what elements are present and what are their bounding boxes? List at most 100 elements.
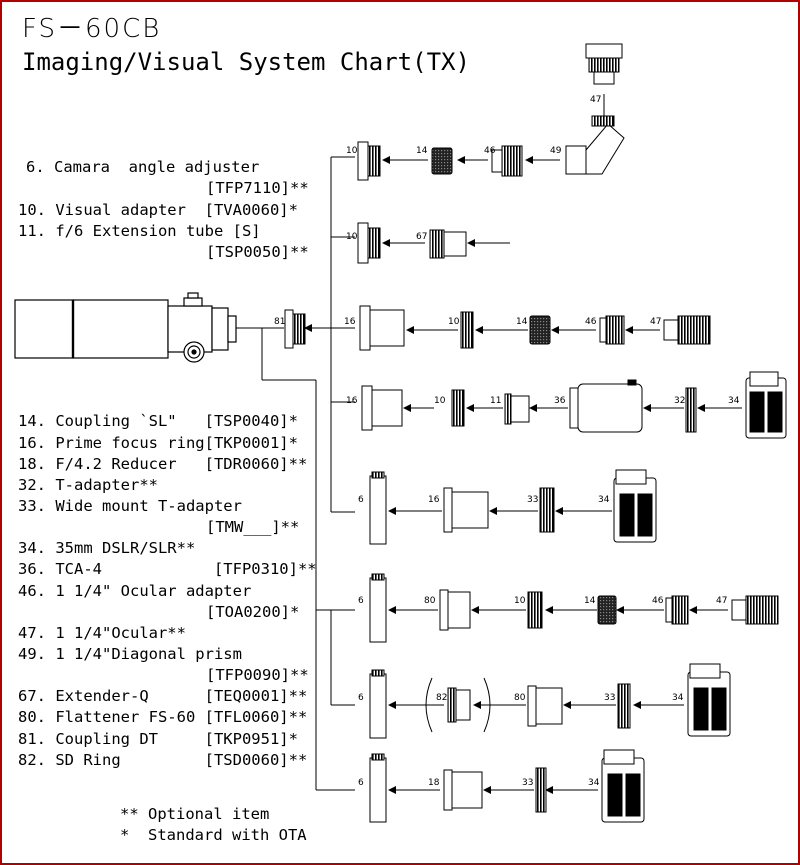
coupling-sl-14-row6 [597,595,617,625]
coupling-sl-14 [431,147,453,175]
label-r7-33: 33 [604,693,615,703]
label-r8-33: 33 [522,778,533,788]
label-r2-67: 67 [416,232,427,242]
telescope-ota [14,292,237,363]
label-r3-81: 81 [274,317,285,327]
legend-entry: 82. SD Ring [TSD0060]** [18,751,308,769]
label-r6-10: 10 [514,596,526,606]
connection-lines [236,94,742,794]
ocular-47-row6 [731,595,779,625]
visual-adapter-10 [357,141,381,181]
label-r1-47: 47 [590,95,601,105]
components [284,43,787,823]
legend-entry: [TMW___]** [206,518,300,536]
visual-adapter-10-row6 [527,591,543,629]
legend-entry: 16. Prime focus ring[TKP0001]* [18,434,298,452]
label-r5-33: 33 [527,495,538,505]
ocular-adapter-46-row6 [665,595,689,625]
note-standard: * Standard with OTA [120,826,307,844]
angle-adjuster-6-row6 [369,573,387,643]
legend-entry: 46. 1 1/4" Ocular adapter [18,582,252,600]
legend-entry: [TSP0050]** [206,243,309,261]
label-r7-80: 80 [514,693,526,703]
tca-4-36 [569,379,643,433]
legend-entry: [TFP7110]** [206,179,309,197]
legend-entry: 6. Camara angle adjuster [26,158,260,176]
extension-tube-11 [504,393,530,425]
wide-mount-t-adapter-33-row7 [617,683,631,729]
coupling-dt-81 [284,309,306,349]
label-r4-10: 10 [434,396,446,406]
flattener-80-row6 [439,589,471,631]
label-r4-34: 34 [728,396,740,406]
legend-entry: 34. 35mm DSLR/SLR** [18,539,196,557]
extender-q-67 [429,229,467,259]
label-r2-10: 10 [346,232,358,242]
label-r6-6: 6 [358,596,364,606]
label-r7-82: 82 [436,693,447,703]
label-r1-49: 49 [550,146,562,156]
angle-adjuster-6-row5 [369,471,387,545]
legend-entry: 18. F/4.2 Reducer [TDR0060]** [18,455,308,473]
prime-focus-ring-16-row5 [443,487,489,533]
label-r3-10: 10 [448,317,460,327]
label-r4-36: 36 [554,396,566,406]
ocular-adapter-46-row3 [599,315,625,345]
chart-subtitle: Imaging/Visual System Chart(TX) [22,48,470,76]
angle-adjuster-6-row7 [369,669,387,739]
legend-entry: 80. Flattener FS-60 [TFL0060]** [18,708,308,726]
label-r5-16: 16 [428,495,440,505]
label-r6-46: 46 [652,596,664,606]
label-r4-32: 32 [674,396,685,406]
label-r6-47: 47 [716,596,727,606]
legend-entry: 33. Wide mount T-adapter [18,497,242,515]
prime-focus-ring-16-row3 [359,305,405,351]
note-optional: ** Optional item [120,805,270,823]
label-r3-14: 14 [516,317,528,327]
legend-entry: 14. Coupling `SL" [TSP0040]* [18,412,298,430]
coupling-sl-14-row3 [529,315,551,345]
part-number-labels: 10 14 46 49 47 10 67 81 16 10 14 46 47 1… [274,95,740,788]
label-r6-80: 80 [424,596,436,606]
label-r7-34: 34 [672,693,684,703]
legend-entry: [TOA0200]* [206,603,300,621]
legend-entry: 32. T-adapter** [18,476,158,494]
sd-ring-82 [425,677,491,733]
label-r4-16: 16 [346,396,358,406]
visual-adapter-10-row2 [357,222,381,264]
label-r8-6: 6 [358,778,364,788]
wide-mount-t-adapter-33-row8 [535,767,547,813]
label-r1-14: 14 [416,146,428,156]
legend-entry: [TFP0090]** [206,666,309,684]
legend-entry: 11. f/6 Extension tube [S] [18,222,261,240]
camera-34-row8 [601,749,645,823]
legend-entry: 36. TCA-4 [TFP0310]** [18,560,317,578]
visual-adapter-10-row3 [460,311,474,349]
label-r3-16: 16 [344,317,356,327]
label-r5-34: 34 [598,495,610,505]
label-r1-46: 46 [484,146,496,156]
label-r7-6: 6 [358,693,364,703]
label-r6-14: 14 [584,596,596,606]
label-r3-47: 47 [650,317,661,327]
flattener-80-row7 [527,685,563,727]
ocular-47-row1 [585,43,623,85]
legend-entry: 81. Coupling DT [TKP0951]* [18,730,298,748]
ocular-47-row3 [663,315,711,345]
prime-focus-ring-16-row4 [361,385,403,431]
t-adapter-32 [685,387,697,433]
legend-entry: 49. 1 1/4"Diagonal prism [18,645,242,663]
wide-mount-t-adapter-33-row5 [539,487,555,533]
label-r8-18: 18 [428,778,440,788]
camera-34-row4 [745,371,787,439]
angle-adjuster-6-row8 [369,753,387,823]
label-r8-34: 34 [588,778,600,788]
label-r5-6: 6 [358,495,364,505]
visual-adapter-10-row4 [451,389,465,427]
legend-entry: 47. 1 1/4"Ocular** [18,624,186,642]
diagonal-prism-49 [565,115,625,175]
chart-title: FS－60CB [22,14,162,44]
label-r4-11: 11 [490,396,501,406]
camera-34-row7 [687,663,731,737]
